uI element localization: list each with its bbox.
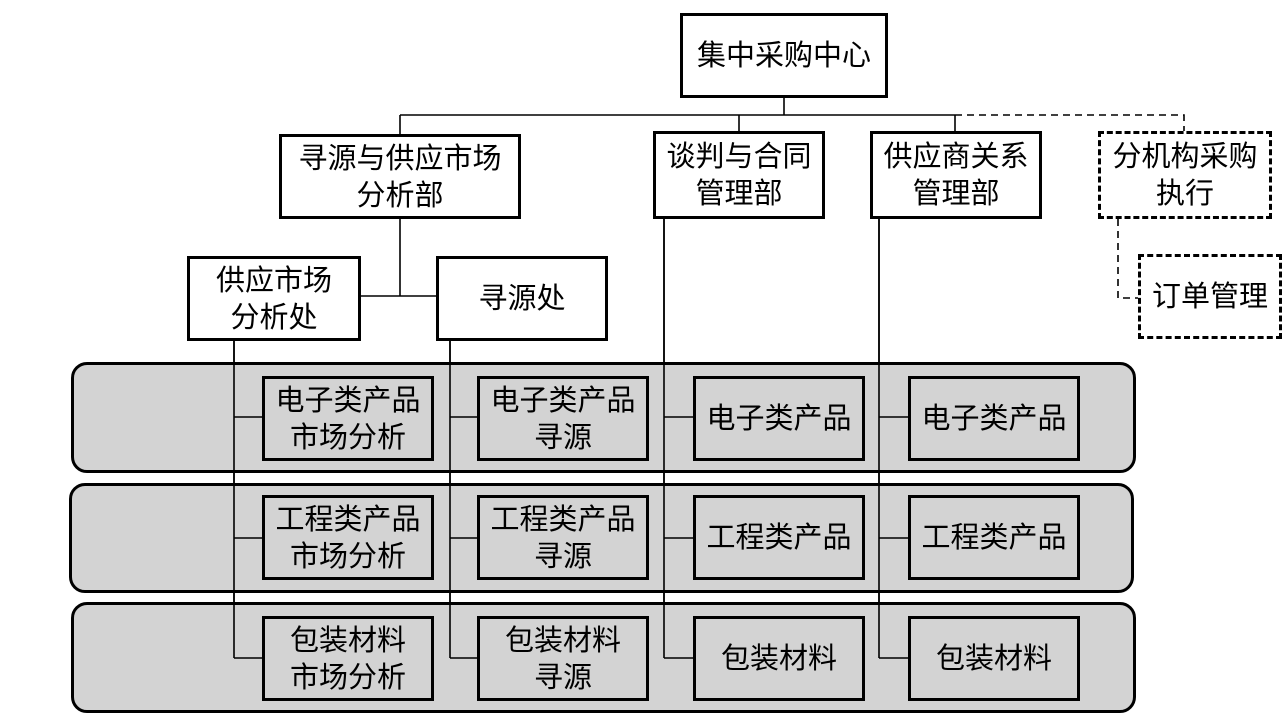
node-central-procurement: 集中采购中心	[680, 13, 888, 98]
cell-electronics-negotiation: 电子类产品	[693, 376, 865, 461]
cell-label: 包装材料	[720, 641, 837, 675]
cell-electronics-market-analysis: 电子类产品 市场分析	[262, 376, 434, 461]
cell-label: 电子类产品 寻源	[490, 382, 636, 454]
cell-label: 电子类产品	[921, 401, 1067, 435]
cell-packaging-supplier: 包装材料	[908, 616, 1080, 701]
node-sourcing-office: 寻源处	[436, 256, 608, 341]
cell-label: 工程类产品	[706, 520, 852, 554]
cell-label: 电子类产品 市场分析	[275, 382, 421, 454]
node-sourcing-market-dept: 寻源与供应市场 分析部	[279, 134, 521, 219]
node-label: 寻源与供应市场 分析部	[298, 140, 502, 212]
cell-label: 包装材料 市场分析	[289, 622, 406, 694]
cell-label: 包装材料 寻源	[504, 622, 621, 694]
node-label: 分机构采购 执行	[1112, 139, 1258, 210]
cell-electronics-sourcing: 电子类产品 寻源	[477, 376, 649, 461]
cell-engineering-sourcing: 工程类产品 寻源	[477, 495, 649, 580]
node-label: 订单管理	[1151, 279, 1268, 313]
node-market-analysis-office: 供应市场 分析处	[187, 256, 361, 341]
node-order-management: 订单管理	[1138, 254, 1282, 339]
node-label: 谈判与合同 管理部	[666, 139, 812, 210]
node-label: 集中采购中心	[696, 38, 871, 72]
cell-label: 包装材料	[935, 641, 1052, 675]
node-branch-procurement: 分机构采购 执行	[1098, 131, 1272, 219]
node-label: 寻源处	[478, 281, 566, 315]
node-label: 供应市场 分析处	[215, 262, 332, 334]
cell-engineering-market-analysis: 工程类产品 市场分析	[262, 495, 434, 580]
node-supplier-relationship-dept: 供应商关系 管理部	[870, 131, 1042, 219]
cell-engineering-negotiation: 工程类产品	[693, 495, 865, 580]
cell-electronics-supplier: 电子类产品	[908, 376, 1080, 461]
cell-label: 工程类产品 寻源	[490, 501, 636, 573]
node-negotiation-contract-dept: 谈判与合同 管理部	[653, 131, 825, 219]
cell-label: 工程类产品	[921, 520, 1067, 554]
cell-engineering-supplier: 工程类产品	[908, 495, 1080, 580]
connector-order	[1117, 219, 1138, 299]
cell-label: 工程类产品 市场分析	[275, 501, 421, 573]
connector-branch	[955, 114, 1185, 133]
node-label: 供应商关系 管理部	[883, 139, 1029, 210]
cell-packaging-sourcing: 包装材料 寻源	[477, 616, 649, 701]
cell-label: 电子类产品	[706, 401, 852, 435]
cell-packaging-negotiation: 包装材料	[693, 616, 865, 701]
cell-packaging-market-analysis: 包装材料 市场分析	[262, 616, 434, 701]
